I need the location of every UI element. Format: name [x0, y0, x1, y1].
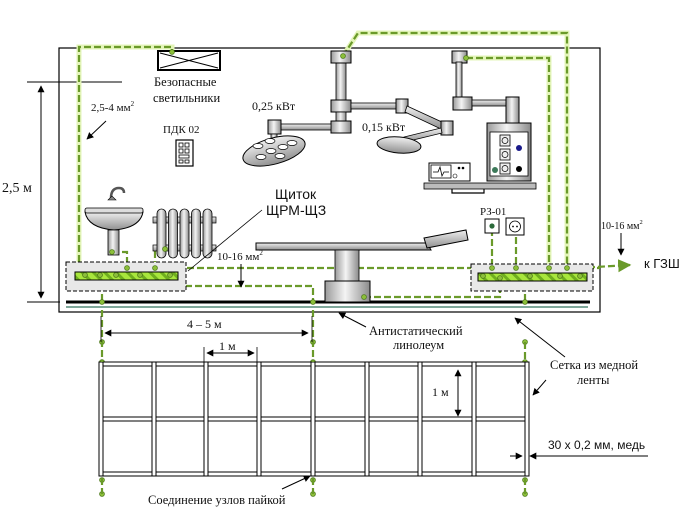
copper-mesh [98, 361, 530, 477]
console-indicator-black [516, 166, 522, 172]
span-1m-h-label: 1 м [219, 339, 236, 353]
panel-label-line1: Щиток [275, 186, 317, 202]
linoleum-label-line1: Антистатический [369, 324, 463, 338]
radiator-icon [152, 208, 217, 259]
sink-icon [84, 186, 144, 256]
rz-ground-socket-icon [484, 218, 500, 234]
rz-power-socket-icon [505, 217, 525, 236]
lamps-label-line1: Безопасные [154, 75, 217, 89]
room-outline [58, 47, 601, 313]
ground-node [489, 265, 495, 271]
to-gzsh-label: к ГЗШ [644, 256, 680, 271]
power-small-label: 0,15 кВт [362, 120, 406, 134]
console-socket-icon-1 [499, 134, 511, 147]
ground-node [340, 53, 346, 59]
tape-label: 30 х 0,2 мм, медь [548, 438, 645, 452]
panel-label-line2: ЩРМ-ЩЗ [266, 202, 326, 218]
console-socket-icon-3 [499, 162, 511, 175]
span-1m-v-label: 1 м [432, 385, 449, 399]
ground-node [310, 299, 316, 305]
wire-large-left-label: 10-16 мм2 [217, 249, 263, 263]
surgical-lamp-small-icon [376, 136, 422, 154]
ground-node [480, 273, 486, 279]
lamps-label-line2: светильники [153, 91, 220, 105]
medical-console [423, 50, 537, 194]
ground-node [522, 299, 528, 305]
radiator-section [191, 208, 201, 259]
mesh-strip-vertical [524, 361, 530, 477]
ground-node [577, 273, 583, 279]
mesh-strip-vertical [417, 361, 423, 477]
surgical-lamp-arm [267, 50, 454, 143]
mesh-strip-vertical [471, 361, 477, 477]
radiator-section [179, 208, 190, 259]
operating-table-icon [255, 229, 469, 303]
mesh-droppers [100, 310, 527, 494]
wire-small-label: 2,5-4 мм2 [91, 100, 135, 114]
mesh-label-line1: Сетка из медной [550, 358, 638, 372]
ground-node [137, 272, 143, 278]
ground-node [124, 265, 130, 271]
ground-node [113, 272, 119, 278]
radiator-section [156, 208, 167, 259]
ground-node [557, 273, 563, 279]
radiator-section [168, 208, 178, 259]
panel-leader [187, 209, 263, 272]
ground-node [564, 265, 570, 271]
pdk-device-icon [175, 139, 194, 167]
ground-bus-left [74, 271, 179, 281]
safe-lamp-fixture [157, 50, 221, 71]
mesh-strip-vertical [151, 361, 157, 477]
mesh-strip-vertical [364, 361, 370, 477]
linoleum-label-line2: линолеум [393, 338, 444, 352]
rz-label: РЗ-01 [480, 206, 506, 218]
wire-large-right-label: 10-16 мм2 [601, 219, 643, 232]
ground-node [162, 246, 168, 252]
ground-node [546, 265, 552, 271]
ground-node [109, 249, 115, 255]
mesh-strip-vertical [203, 361, 209, 477]
linoleum-leader [338, 312, 367, 328]
ground-node [361, 294, 367, 300]
ground-node [463, 55, 469, 61]
mesh-leader-top [514, 317, 566, 358]
mesh-strip-vertical [310, 361, 316, 477]
ground-node [152, 265, 158, 271]
ground-node [97, 272, 103, 278]
ground-node [167, 272, 173, 278]
console-indicator-blue [516, 145, 522, 151]
surgical-lamp-large-icon [242, 133, 306, 167]
height-label: 2,5 м [2, 181, 32, 196]
mesh-label-line2: ленты [577, 373, 610, 387]
solder-label: Соединение узлов пайкой [148, 493, 286, 507]
ground-node [527, 273, 533, 279]
mesh-strip-vertical [256, 361, 262, 477]
ground-node [169, 49, 175, 55]
radiator-section [202, 208, 213, 259]
mesh-leader-side [532, 379, 547, 396]
ground-node [513, 265, 519, 271]
ecg-monitor-icon [428, 162, 471, 182]
solder-leader [281, 475, 311, 490]
console-ground-node [492, 167, 498, 173]
ground-node [82, 272, 88, 278]
span-4-5-label: 4 – 5 м [187, 317, 222, 331]
mesh-strip-vertical [98, 361, 104, 477]
ground-node [99, 299, 105, 305]
ground-node [497, 275, 503, 281]
power-large-label: 0,25 кВт [252, 99, 296, 113]
pdk-label: ПДК 02 [163, 124, 200, 136]
wire-small-arrow [86, 120, 107, 140]
console-socket-icon-2 [499, 148, 511, 161]
